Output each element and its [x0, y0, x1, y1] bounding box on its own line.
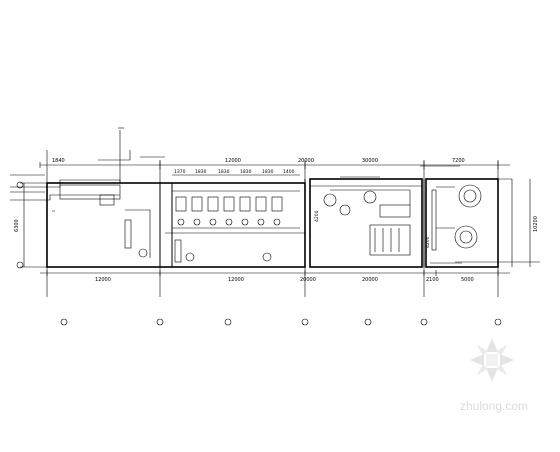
dim-top-2: 12000	[225, 158, 241, 164]
inner-top-dimensions: 1370 1830 1830 1830 1830 1400	[172, 169, 300, 176]
dim-top-4: 30000	[362, 158, 378, 164]
storage-tanks	[431, 178, 540, 267]
dim-bottom-3: 20000	[300, 277, 316, 283]
dim-inner-1: 1370	[174, 169, 186, 175]
dim-inner-3: 1830	[218, 169, 230, 175]
dim-bottom-2: 12000	[228, 277, 244, 283]
dim-top-3: 20000	[298, 158, 314, 164]
dim-bottom-6: 5000	[461, 277, 474, 283]
dim-right: 10200	[533, 216, 539, 232]
bottom-dimension-line: 12000 12000 20000 20000 2100 5000	[40, 270, 510, 283]
watermark-text: zhulong.com	[460, 399, 528, 413]
dim-inner-5: 1830	[262, 169, 274, 175]
bottom-tanks-middle	[174, 239, 272, 263]
pump-units	[172, 190, 300, 229]
dim-inner-6: 1400	[283, 169, 295, 175]
pipe-network-left: ▭	[10, 127, 151, 258]
dim-top-5: 7200	[452, 158, 465, 164]
watermark: zhulong.com	[460, 338, 528, 413]
dim-inner-4: 1830	[240, 169, 252, 175]
side-dimensions: 6300 10200 4200 4200	[14, 179, 539, 267]
dim-left: 6300	[14, 219, 20, 232]
dim-bottom-5: 2100	[426, 277, 439, 283]
dim-room-1: 4200	[314, 210, 320, 222]
top-dimension-line: 1840 12000 20000 30000 7200	[39, 158, 510, 169]
building-outline	[46, 178, 499, 268]
axis-bubbles	[16, 181, 502, 326]
dim-bottom-1: 12000	[95, 277, 111, 283]
dim-room-2: 4200	[425, 236, 431, 248]
dim-inner-2: 1830	[195, 169, 207, 175]
callout-leaders	[10, 156, 462, 264]
treatment-equipment	[323, 189, 411, 256]
svg-text:▭: ▭	[52, 209, 55, 213]
dim-bottom-4: 20000	[362, 277, 378, 283]
dim-top-1: 1840	[52, 158, 65, 164]
